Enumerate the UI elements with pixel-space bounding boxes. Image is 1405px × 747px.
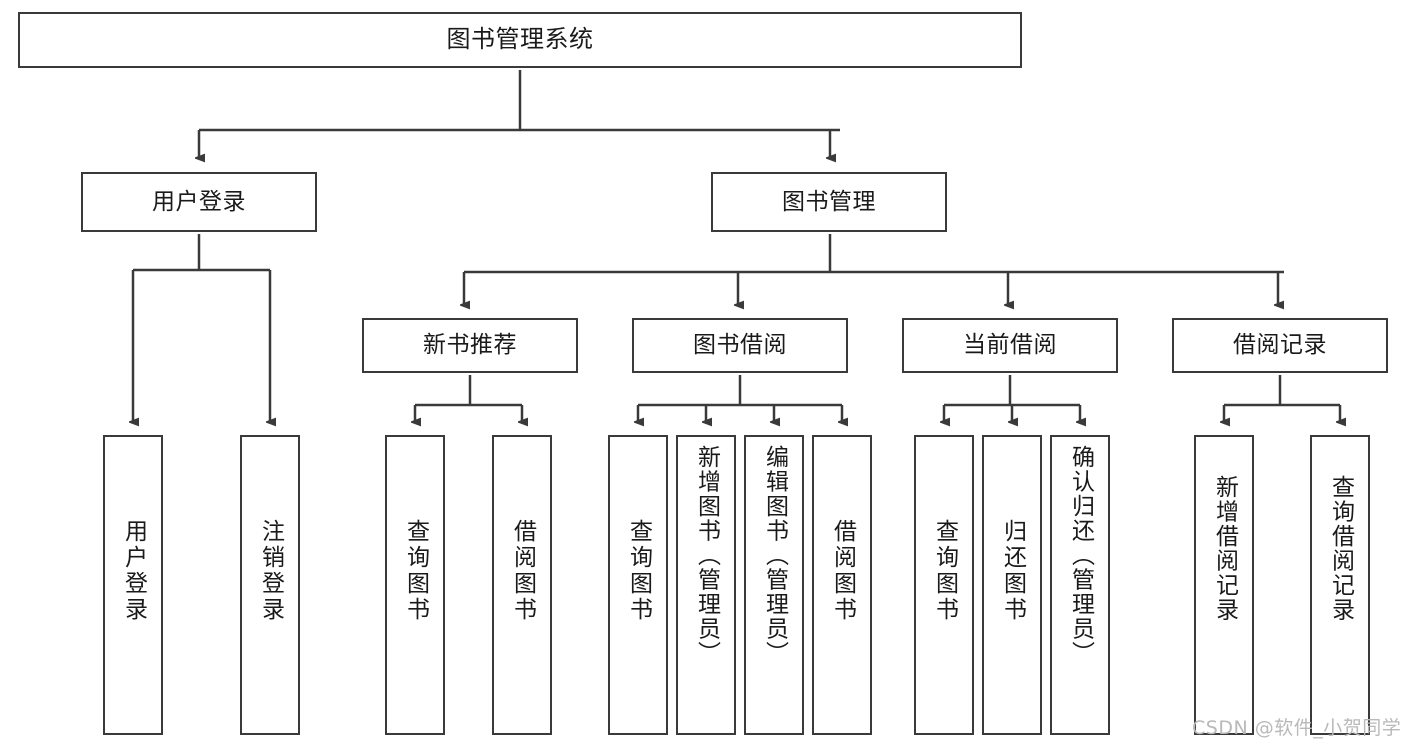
node-borrow-record-label: 借阅记录 (1233, 332, 1327, 359)
leaf-user-login-2[interactable]: 注销登录 (240, 435, 300, 735)
leaf-user-login-2-label: 注销登录 (257, 519, 284, 623)
node-current-borrow-label: 当前借阅 (963, 332, 1057, 359)
leaf-current-borrow-1[interactable]: 查询图书 (914, 435, 974, 735)
leaf-book-borrow-2-label: 新增图书（管理员） (693, 445, 720, 666)
leaf-borrow-record-1[interactable]: 新增借阅记录 (1194, 435, 1254, 735)
node-current-borrow[interactable]: 当前借阅 (902, 318, 1118, 373)
leaf-book-borrow-3[interactable]: 编辑图书（管理员） (744, 435, 804, 735)
leaf-book-borrow-4-label: 借阅图书 (829, 519, 856, 623)
leaf-current-borrow-3[interactable]: 确认归还（管理员） (1050, 435, 1110, 735)
node-new-book-recommend-label: 新书推荐 (423, 332, 517, 359)
leaf-user-login-1[interactable]: 用户登录 (103, 435, 163, 735)
node-new-book-recommend[interactable]: 新书推荐 (362, 318, 578, 373)
leaf-new-book-1[interactable]: 查询图书 (385, 435, 445, 735)
leaf-user-login-1-label: 用户登录 (120, 519, 147, 623)
leaf-borrow-record-2[interactable]: 查询借阅记录 (1310, 435, 1370, 735)
watermark-text: CSDN @软件_小贺同学 (1192, 717, 1402, 739)
node-root[interactable]: 图书管理系统 (18, 12, 1022, 68)
leaf-book-borrow-1-label: 查询图书 (625, 519, 652, 623)
leaf-current-borrow-2[interactable]: 归还图书 (982, 435, 1042, 735)
leaf-book-borrow-4[interactable]: 借阅图书 (812, 435, 872, 735)
node-book-manage-label: 图书管理 (782, 188, 876, 215)
node-user-login-label: 用户登录 (152, 188, 246, 215)
leaf-borrow-record-1-label: 新增借阅记录 (1211, 475, 1238, 622)
leaf-current-borrow-2-label: 归还图书 (999, 519, 1026, 623)
leaf-book-borrow-1[interactable]: 查询图书 (608, 435, 668, 735)
node-book-borrow-label: 图书借阅 (693, 332, 787, 359)
node-user-login[interactable]: 用户登录 (81, 172, 317, 232)
leaf-current-borrow-3-label: 确认归还（管理员） (1067, 445, 1094, 666)
leaf-current-borrow-1-label: 查询图书 (931, 519, 958, 623)
leaf-new-book-2-label: 借阅图书 (509, 519, 536, 623)
leaf-new-book-2[interactable]: 借阅图书 (492, 435, 552, 735)
node-book-borrow[interactable]: 图书借阅 (632, 318, 848, 373)
node-book-manage[interactable]: 图书管理 (711, 172, 947, 232)
node-borrow-record[interactable]: 借阅记录 (1172, 318, 1388, 373)
leaf-borrow-record-2-label: 查询借阅记录 (1327, 475, 1354, 622)
leaf-book-borrow-3-label: 编辑图书（管理员） (761, 445, 788, 666)
leaf-book-borrow-2[interactable]: 新增图书（管理员） (676, 435, 736, 735)
node-root-label: 图书管理系统 (446, 25, 594, 54)
leaf-new-book-1-label: 查询图书 (402, 519, 429, 623)
